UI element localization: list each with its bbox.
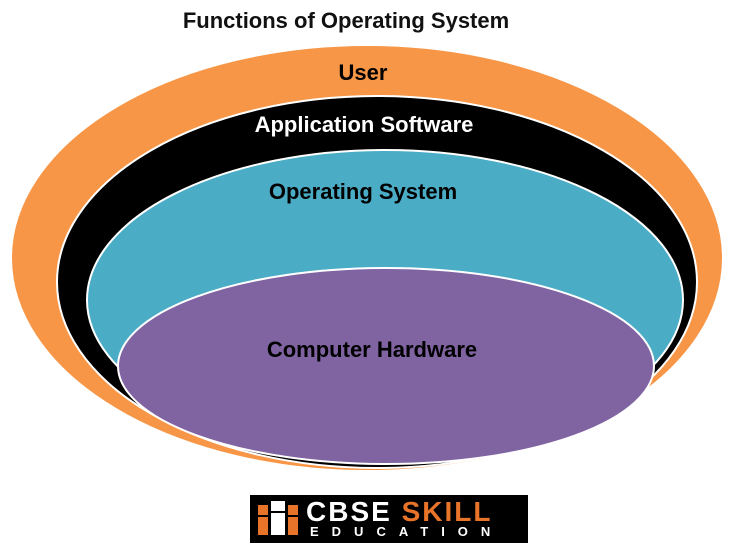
layer-hardware-label: Computer Hardware	[267, 337, 477, 362]
logo-tagline: EDUCATION	[310, 524, 504, 539]
layer-user-label: User	[339, 60, 388, 85]
logo-wordmark: CBSE SKILL	[306, 497, 492, 527]
castle-logo-icon	[258, 501, 298, 535]
logo-word-accent: SKILL	[401, 496, 493, 527]
logo-word-primary: CBSE	[306, 496, 392, 527]
diagram-title: Functions of Operating System	[183, 8, 509, 33]
layer-os-label: Operating System	[269, 179, 457, 204]
brand-logo: CBSE SKILL EDUCATION	[250, 495, 528, 543]
layer-application-label: Application Software	[255, 112, 474, 137]
layer-hardware-ellipse	[117, 267, 655, 465]
